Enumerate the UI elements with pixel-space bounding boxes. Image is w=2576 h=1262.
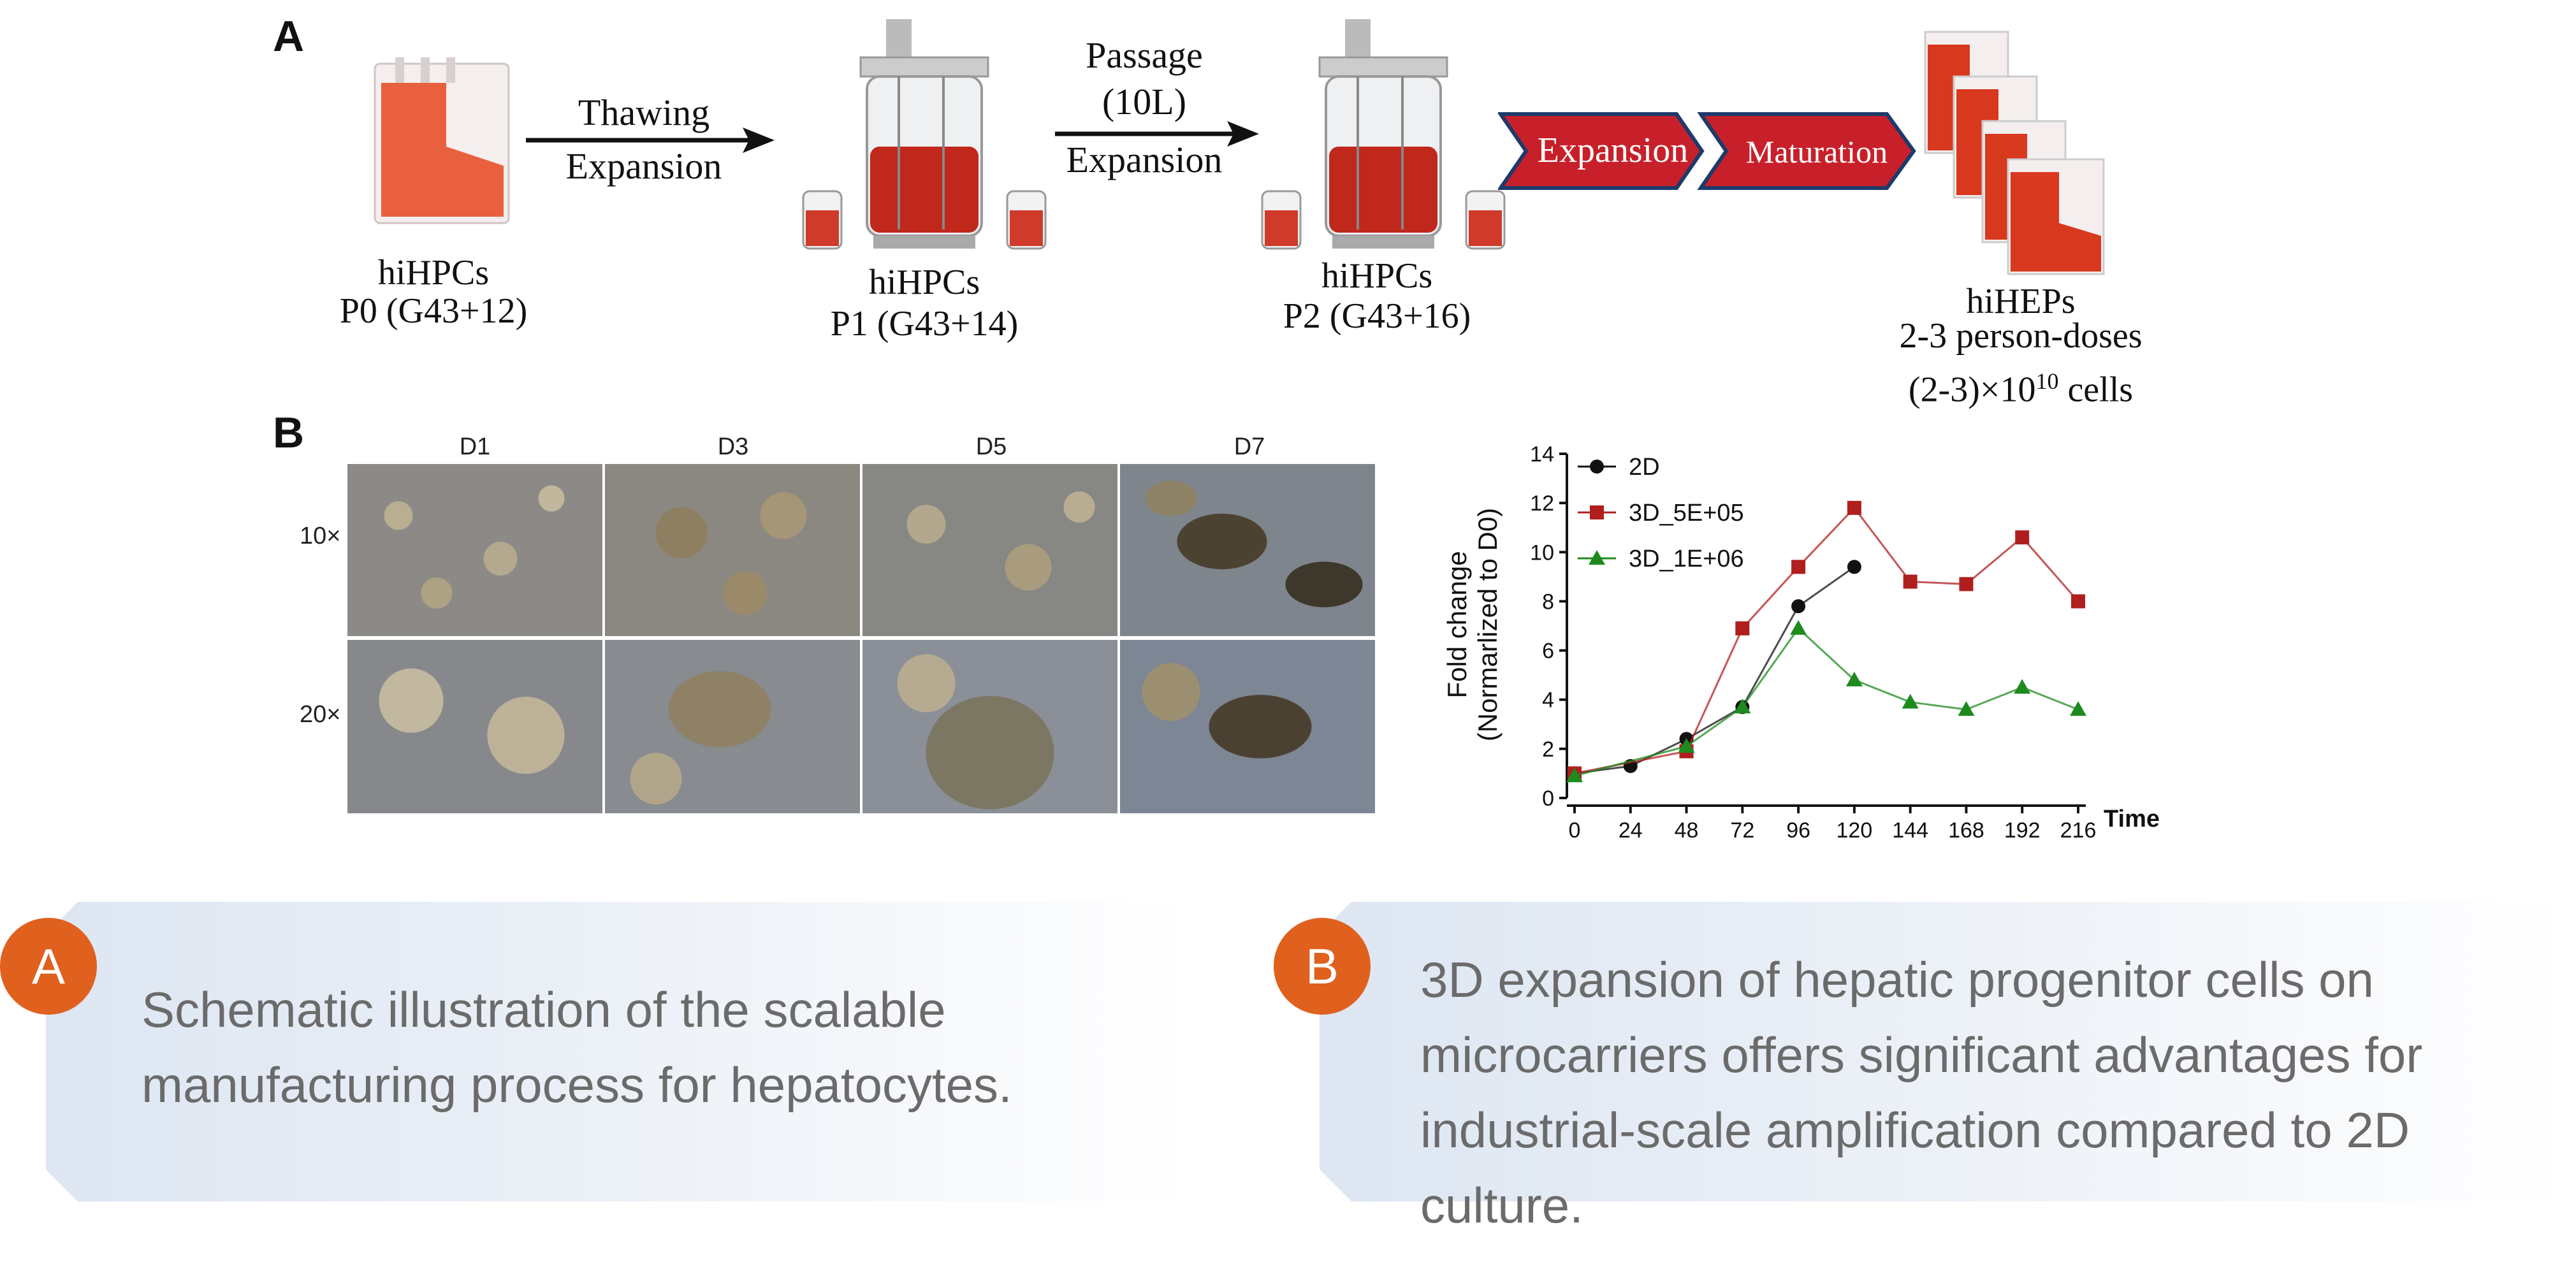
y-axis-label-1: Fold change — [1442, 551, 1472, 698]
arrow-passage — [1055, 121, 1259, 147]
y-tick-label: 2 — [1542, 737, 1554, 762]
bioreactor-p1 — [802, 19, 1047, 250]
stage-p2-name: hiHPCs — [1321, 256, 1433, 296]
micrograph-grid — [347, 464, 1380, 813]
data-point-2 — [1678, 738, 1695, 753]
data-point-2 — [1566, 767, 1583, 783]
caption-badge-a: A — [0, 918, 97, 1015]
data-point-1 — [2071, 594, 2085, 609]
y-tick-label: 0 — [1542, 787, 1554, 811]
arrow2-label-3: Expansion — [1066, 139, 1223, 180]
x-tick-label: 0 — [1569, 818, 1581, 843]
row-label-10x: 10× — [300, 523, 341, 549]
data-point-0 — [1791, 599, 1806, 614]
series-line-0 — [1574, 566, 1855, 774]
micrograph-d3-20x — [605, 640, 860, 813]
legend-label-2: 3D_1E+06 — [1629, 546, 1744, 572]
micrograph-d5-10x — [862, 464, 1117, 636]
x-tick-label: 48 — [1675, 818, 1699, 843]
data-point-2 — [1734, 699, 1751, 714]
stage-p2-sub: P2 (G43+16) — [1283, 296, 1471, 336]
chevron-arrows — [1498, 112, 1916, 190]
data-point-2 — [1845, 671, 1863, 686]
y-tick-label: 14 — [1530, 442, 1554, 467]
bioreactor-p2 — [1261, 19, 1506, 250]
arrow-thawing — [526, 127, 775, 153]
y-tick-label: 8 — [1542, 590, 1554, 614]
x-tick-label: 192 — [2004, 818, 2041, 843]
micrograph-d3-10x — [605, 464, 860, 636]
micrograph-d7-10x — [1120, 464, 1375, 636]
final-cells: (2-3)×1010 cells — [1908, 368, 2134, 410]
legend-marker-1 — [1590, 505, 1604, 519]
data-point-1 — [1903, 574, 1917, 589]
x-axis-label: Time — [2104, 806, 2160, 832]
micrograph-d7-20x — [1120, 640, 1375, 813]
y-tick-label: 12 — [1530, 491, 1554, 516]
data-point-2 — [2014, 679, 2031, 694]
cell-bag-p0 — [374, 57, 510, 224]
cell-bags-stack — [1924, 31, 2105, 275]
data-point-1 — [2015, 530, 2030, 545]
arrow2-label-1: Passage — [1086, 34, 1203, 76]
legend-marker-2 — [1589, 550, 1605, 565]
y-tick-label: 6 — [1542, 639, 1554, 664]
data-point-1 — [1847, 500, 1861, 515]
data-point-0 — [1847, 560, 1861, 574]
data-point-2 — [1958, 701, 1975, 716]
x-tick-label: 216 — [2060, 818, 2097, 843]
series-line-2 — [1574, 627, 2079, 777]
stage-p0-name: hiHPCs — [377, 253, 490, 293]
legend-label-1: 3D_5E+05 — [1629, 500, 1744, 526]
data-point-2 — [1902, 693, 1919, 709]
x-tick-label: 120 — [1837, 818, 1873, 843]
stage-p0-sub: P0 (G43+12) — [339, 291, 528, 331]
caption-card-b — [1320, 902, 2569, 1201]
col-label-d5: D5 — [975, 433, 1007, 460]
caption-card-a — [46, 902, 1193, 1201]
arrow1-label-top: Thawing — [578, 92, 710, 133]
legend-marker-0 — [1590, 460, 1604, 474]
x-tick-label: 24 — [1619, 818, 1643, 843]
col-label-d3: D3 — [717, 433, 749, 460]
data-point-1 — [1791, 560, 1806, 574]
caption-text-a: Schematic illustration of the scalable m… — [142, 982, 1012, 1113]
panel-a-label: A — [273, 12, 305, 61]
micrograph-d5-20x — [862, 640, 1117, 813]
data-point-1 — [1735, 621, 1750, 635]
col-label-d7: D7 — [1233, 433, 1265, 460]
micrograph-d1-10x — [347, 464, 602, 636]
stage-p1-sub: P1 (G43+14) — [830, 304, 1019, 344]
col-label-d1: D1 — [459, 433, 491, 460]
panel-b-label: B — [273, 409, 305, 457]
y-tick-label: 4 — [1542, 688, 1554, 713]
data-point-1 — [1959, 577, 1974, 591]
x-tick-label: 96 — [1786, 818, 1810, 843]
arrow1-label-bottom: Expansion — [565, 145, 722, 187]
x-tick-label: 144 — [1892, 818, 1928, 843]
caption-badge-b: B — [1274, 918, 1371, 1015]
y-tick-label: 10 — [1530, 540, 1554, 565]
arrow2-label-2: (10L) — [1102, 81, 1187, 122]
legend-label-0: 2D — [1629, 454, 1660, 481]
chevron-maturation: Maturation — [1745, 134, 1888, 170]
data-point-2 — [2070, 701, 2086, 716]
y-axis-label-2: (Normarlized to D0) — [1473, 508, 1503, 741]
stage-p1-name: hiHPCs — [868, 263, 980, 302]
micrograph-d1-20x — [347, 640, 602, 813]
x-tick-label: 168 — [1948, 818, 1984, 843]
data-point-2 — [1790, 620, 1807, 635]
chevron-expansion: Expansion — [1537, 131, 1689, 170]
final-doses: 2-3 person-doses — [1899, 316, 2143, 356]
row-label-20x: 20× — [300, 701, 341, 728]
x-tick-label: 72 — [1730, 818, 1754, 843]
caption-text-b: 3D expansion of hepatic progenitor cells… — [1420, 952, 2423, 1233]
final-name: hiHEPs — [1966, 282, 2076, 321]
